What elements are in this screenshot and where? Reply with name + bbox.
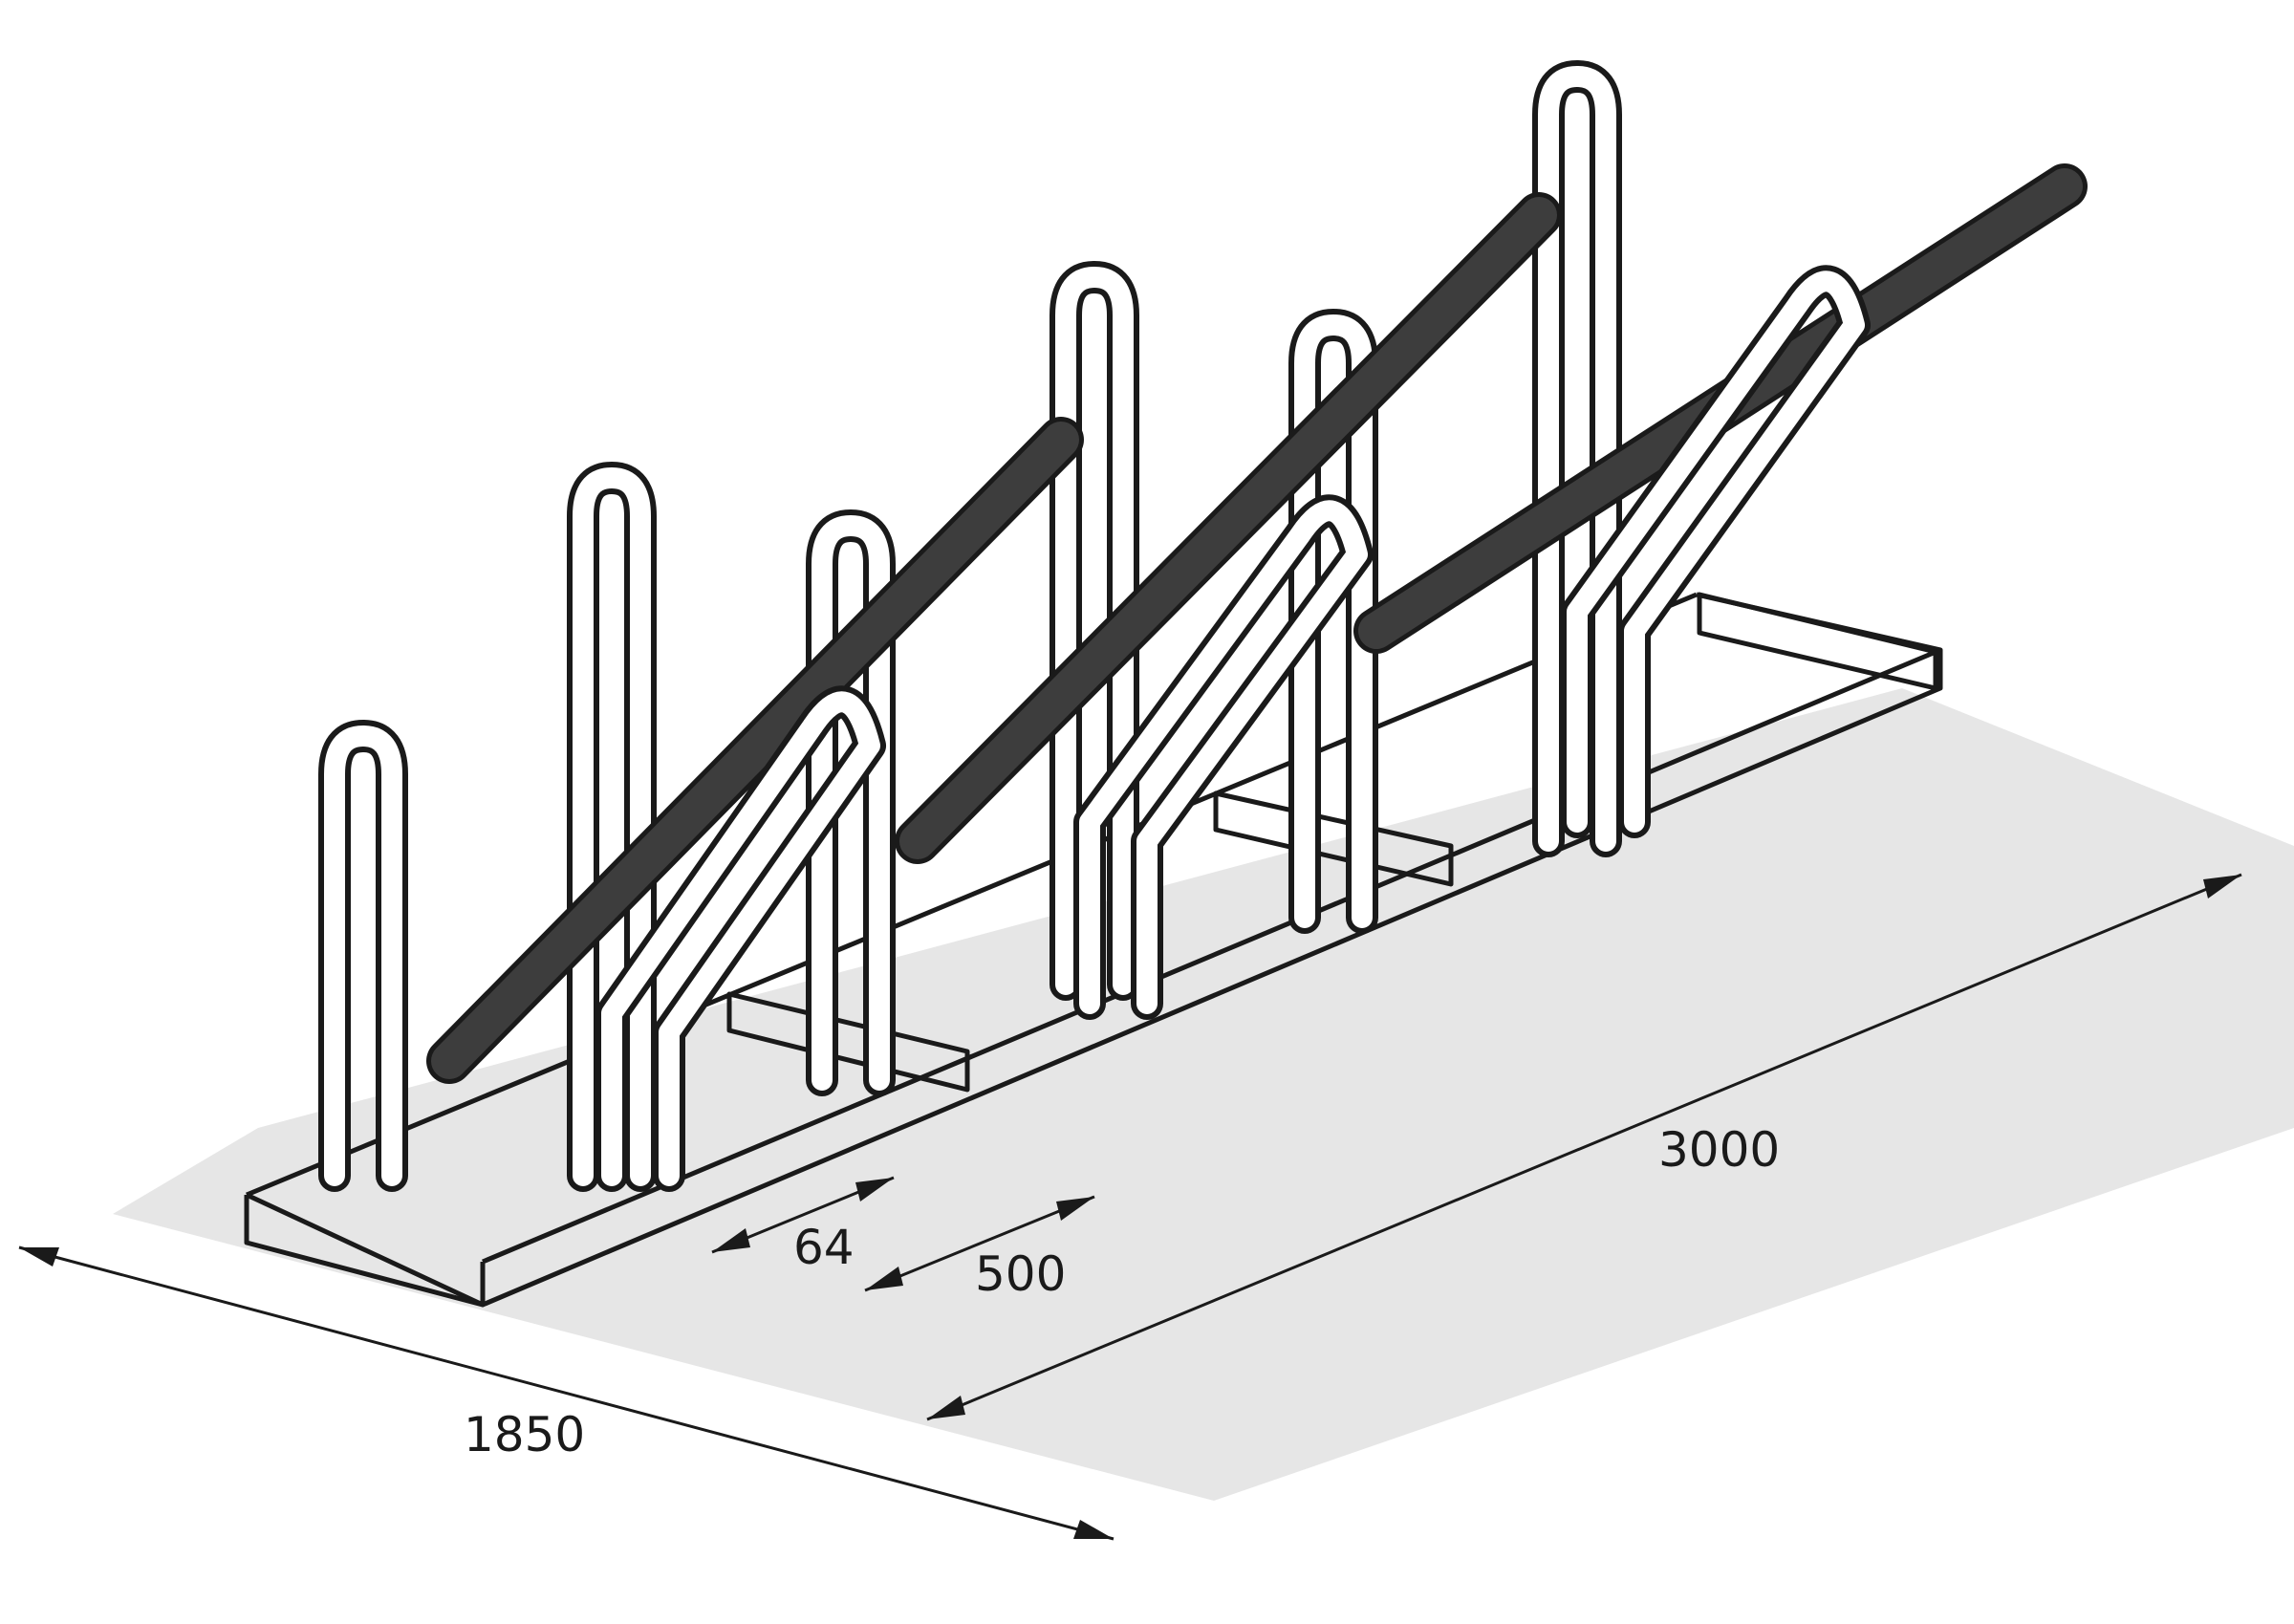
dimension-500: 500 bbox=[975, 1246, 1066, 1302]
dimension-1850: 1850 bbox=[464, 1407, 585, 1462]
dimension-3000: 3000 bbox=[1658, 1122, 1780, 1178]
dimension-lines bbox=[18, 873, 2242, 1541]
upright-stands bbox=[318, 60, 1622, 1192]
front-loops bbox=[595, 265, 1871, 1192]
floor-shadow bbox=[113, 688, 2294, 1501]
dimension-64: 64 bbox=[793, 1220, 855, 1275]
